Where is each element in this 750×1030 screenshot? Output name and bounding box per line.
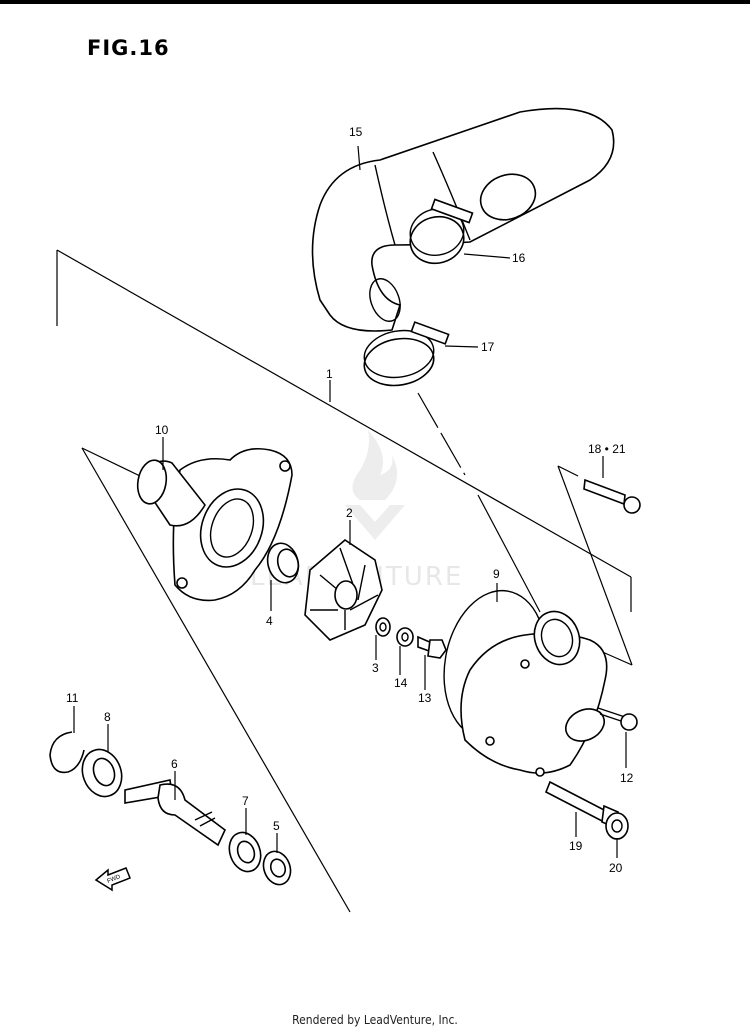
nut-20 xyxy=(605,812,629,840)
bearing-8 xyxy=(81,748,123,798)
washer-3 xyxy=(375,617,391,637)
impeller xyxy=(304,538,383,641)
callout-16: 16 xyxy=(512,251,526,265)
svg-text:FWD: FWD xyxy=(107,874,123,885)
callout-5: 5 xyxy=(273,819,280,833)
callout-3: 3 xyxy=(372,661,379,675)
bearing-7 xyxy=(228,831,262,873)
callout-11: 11 xyxy=(66,691,79,705)
callout-20: 20 xyxy=(609,861,623,875)
callout-10: 10 xyxy=(155,423,169,437)
callout-13: 13 xyxy=(418,691,432,705)
callout-19: 19 xyxy=(569,839,583,853)
callout-labels: 15 16 17 1 18 • 21 10 2 4 9 3 14 13 12 1… xyxy=(66,125,634,875)
leader-lines xyxy=(73,145,627,858)
pump-cover xyxy=(443,589,608,777)
callout-14: 14 xyxy=(394,676,408,690)
hose-clamp-lower xyxy=(363,321,450,387)
washer-14 xyxy=(396,627,414,647)
callout-1: 1 xyxy=(326,367,333,381)
oil-seal-5 xyxy=(262,850,292,886)
top-border xyxy=(0,0,750,4)
callout-7: 7 xyxy=(242,794,249,808)
callout-17: 17 xyxy=(481,340,495,354)
bolt-12 xyxy=(597,707,638,731)
callout-2: 2 xyxy=(346,506,353,520)
bolt-13 xyxy=(417,635,447,659)
callout-12: 12 xyxy=(620,771,634,785)
callout-9: 9 xyxy=(493,567,500,581)
callout-6: 6 xyxy=(171,757,178,771)
mechanical-seal xyxy=(266,542,300,584)
fwd-arrow-icon: FWD xyxy=(94,867,131,892)
circlip-11 xyxy=(49,731,85,774)
callout-18-21: 18 • 21 xyxy=(588,442,626,456)
hose-clamp-upper xyxy=(409,198,474,265)
assembly-bracket xyxy=(56,249,633,913)
footer-credit: Rendered by LeadVenture, Inc. xyxy=(292,1013,458,1027)
callout-15: 15 xyxy=(349,125,363,139)
pump-body xyxy=(136,447,293,602)
callout-4: 4 xyxy=(266,614,273,628)
figure-title: FIG.16 xyxy=(87,36,170,60)
screw-18-21 xyxy=(583,478,641,514)
callout-8: 8 xyxy=(104,710,111,724)
